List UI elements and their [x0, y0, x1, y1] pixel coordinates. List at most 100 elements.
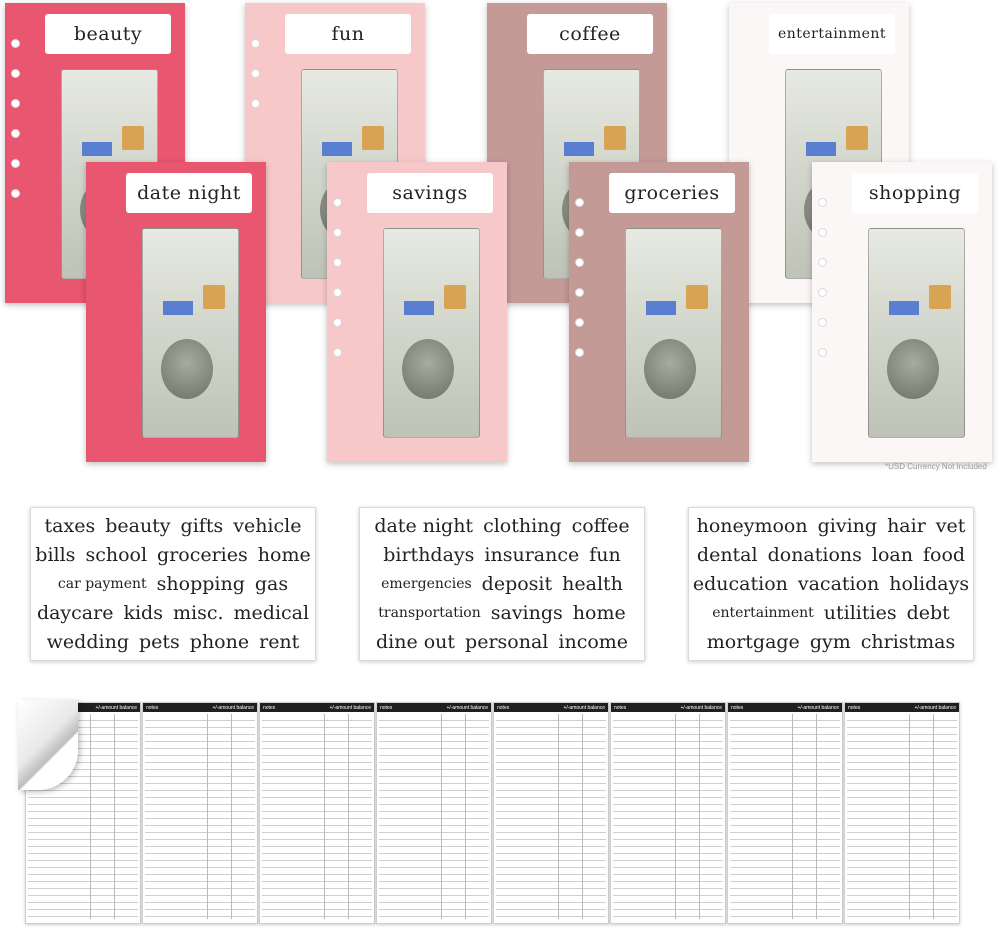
word: utilities: [823, 601, 897, 624]
word: beauty: [105, 514, 171, 537]
notes-header: notes: [146, 704, 159, 711]
word: coffee: [571, 514, 630, 537]
word: health: [562, 572, 623, 595]
word: food: [923, 543, 966, 566]
word: donations: [767, 543, 862, 566]
balance-header: balance: [470, 704, 488, 711]
page-curl: [18, 700, 78, 790]
register-header: notes +/-amount balance: [611, 703, 725, 712]
binder-holes: [251, 39, 261, 129]
register-header: notes +/-amount balance: [728, 703, 842, 712]
amount-header: +/-amount: [680, 704, 704, 711]
word: insurance: [484, 543, 580, 566]
word: giving: [817, 514, 878, 537]
register-lines: [262, 714, 372, 919]
balance-header: balance: [587, 704, 605, 711]
word: date night: [374, 514, 474, 537]
binder-holes: [818, 198, 828, 378]
register-lines: [496, 714, 606, 919]
word: transportation: [378, 604, 481, 621]
word: gas: [254, 572, 289, 595]
binder-holes: [11, 39, 21, 219]
word: taxes: [44, 514, 96, 537]
word: income: [558, 630, 629, 653]
word: hair: [887, 514, 926, 537]
envelope-label: coffee: [527, 14, 653, 54]
cash-window: [868, 228, 965, 438]
envelope-label: fun: [285, 14, 411, 54]
envelope-label: shopping: [852, 173, 978, 213]
envelope-date-night: date night: [86, 162, 266, 462]
register-sheet: notes +/-amount balance: [259, 702, 375, 924]
word: bills: [35, 543, 76, 566]
register-lines: [379, 714, 489, 919]
word: vet: [935, 514, 966, 537]
word-card-2: date night clothing coffee birthdays insura…: [359, 507, 645, 661]
word: school: [85, 543, 148, 566]
amount-header: +/-amount: [914, 704, 938, 711]
word: dental: [696, 543, 758, 566]
word: rent: [259, 630, 300, 653]
word: shopping: [156, 572, 245, 595]
word: entertainment: [712, 604, 814, 621]
amount-header: +/-amount: [329, 704, 353, 711]
envelope-savings: savings: [327, 162, 507, 462]
word: emergencies: [381, 575, 472, 592]
balance-header: balance: [821, 704, 839, 711]
register-sheet: notes +/-amount balance: [844, 702, 960, 924]
register-lines: [613, 714, 723, 919]
amount-header: +/-amount: [95, 704, 119, 711]
register-sheet: notes+/-amount balance: [376, 702, 492, 924]
amount-header: +/-amount: [563, 704, 587, 711]
word: groceries: [157, 543, 248, 566]
word: phone: [189, 630, 250, 653]
register-sheet: notes+/-amount balance: [493, 702, 609, 924]
balance-header: balance: [704, 704, 722, 711]
word: christmas: [860, 630, 956, 653]
cash-window: [142, 228, 239, 438]
register-lines: [145, 714, 255, 919]
word: home: [572, 601, 626, 624]
amount-header: +/-amount: [797, 704, 821, 711]
register-sheet: notes+/-amount balance: [25, 702, 141, 924]
register-sheet: notes+/-amount balance: [142, 702, 258, 924]
word: loan: [871, 543, 913, 566]
notes-header: notes: [731, 704, 744, 711]
register-sheet: notes +/-amount balance: [727, 702, 843, 924]
word: pets: [138, 630, 180, 653]
word: clothing: [483, 514, 562, 537]
balance-header: balance: [938, 704, 956, 711]
word: kids: [123, 601, 163, 624]
balance-header: balance: [353, 704, 371, 711]
word: daycare: [36, 601, 114, 624]
word: birthdays: [383, 543, 475, 566]
word: vacation: [797, 572, 880, 595]
binder-holes: [333, 198, 343, 378]
word: misc.: [172, 601, 224, 624]
word: gifts: [180, 514, 224, 537]
register-header: notes+/-amount balance: [494, 703, 608, 712]
notes-header: notes: [848, 704, 861, 711]
notes-header: notes: [263, 704, 276, 711]
word: honeymoon: [696, 514, 808, 537]
envelope-label: savings: [367, 173, 493, 213]
disclaimer-text: *USD Currency Not Included: [885, 462, 987, 471]
register-header: notes +/-amount balance: [260, 703, 374, 712]
word: fun: [589, 543, 621, 566]
register-header: notes+/-amount balance: [143, 703, 257, 712]
word: mortgage: [706, 630, 800, 653]
word: education: [692, 572, 788, 595]
word: deposit: [481, 572, 553, 595]
envelope-label: entertainment: [769, 14, 895, 54]
word: gym: [809, 630, 851, 653]
register-header: notes +/-amount balance: [845, 703, 959, 712]
word: savings: [490, 601, 563, 624]
notes-header: notes: [614, 704, 627, 711]
register-lines: [730, 714, 840, 919]
balance-header: balance: [119, 704, 137, 711]
register-header: notes+/-amount balance: [377, 703, 491, 712]
amount-header: +/-amount: [446, 704, 470, 711]
word: wedding: [46, 630, 129, 653]
